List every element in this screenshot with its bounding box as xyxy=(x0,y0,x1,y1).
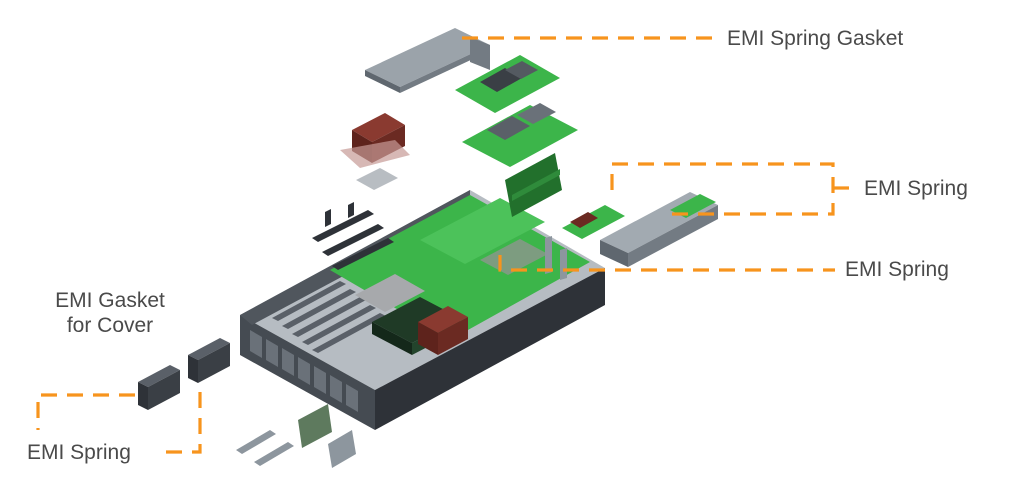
callout-emi-gasket-line1: EMI Gasket xyxy=(55,289,165,312)
callout-emi-spring-right-upper: EMI Spring xyxy=(864,177,968,200)
emi-gasket-blocks xyxy=(138,338,230,410)
add-in-card-upper xyxy=(455,55,560,113)
callout-emi-gasket-for-cover: EMI Gasket for Cover xyxy=(40,288,180,338)
callout-emi-spring-bottom-left: EMI Spring xyxy=(27,441,131,464)
callout-leaders xyxy=(36,36,856,454)
thermal-pad xyxy=(356,168,398,190)
add-in-card-middle xyxy=(462,103,578,167)
motherboard xyxy=(330,195,590,340)
memory-modules xyxy=(272,281,386,353)
leader-spring-bottom-left xyxy=(36,392,202,454)
exploded-heatsink xyxy=(340,113,410,168)
leader-spring-right-lower xyxy=(498,255,835,272)
emi-spring-parts xyxy=(236,404,356,468)
leader-spring-right-upper xyxy=(610,162,856,216)
right-module xyxy=(600,192,718,267)
callout-emi-gasket-line2: for Cover xyxy=(66,314,154,338)
retention-clips xyxy=(312,202,394,270)
add-in-card-lower xyxy=(505,153,562,217)
callout-emi-spring-gasket: EMI Spring Gasket xyxy=(727,27,904,50)
riser-cover xyxy=(365,28,490,93)
rear-bracket xyxy=(545,236,567,280)
chipset-heatsink xyxy=(418,306,468,355)
callout-emi-spring-right-lower: EMI Spring xyxy=(845,258,949,281)
right-module-board xyxy=(562,205,625,239)
